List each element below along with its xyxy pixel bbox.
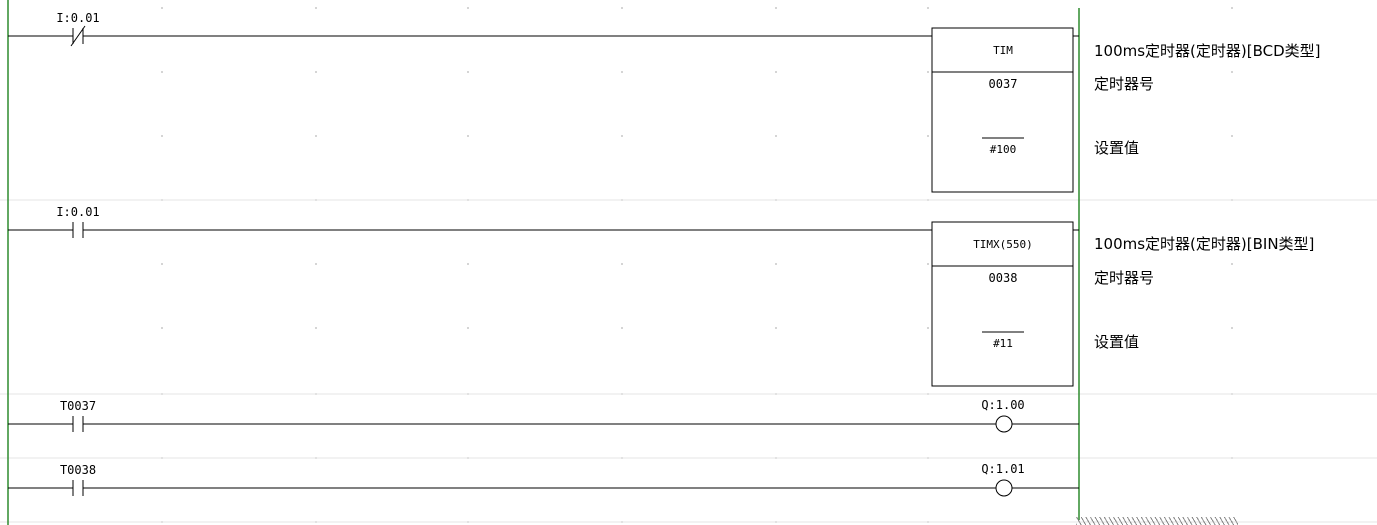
grid-dot: [927, 263, 929, 265]
instruction-mnemonic: TIMX(550): [973, 238, 1033, 251]
grid-dot: [467, 327, 469, 329]
grid-dot: [161, 327, 163, 329]
grid-dot: [927, 71, 929, 73]
grid-dot: [315, 135, 317, 137]
instruction-mnemonic: TIM: [993, 44, 1013, 57]
grid-dot: [1231, 135, 1233, 137]
grid-dot: [161, 7, 163, 9]
contact-address: I:0.01: [56, 205, 99, 219]
grid-dot: [315, 263, 317, 265]
tim-instruction-block[interactable]: TIM 0037 #100: [931, 27, 1079, 193]
grid-dot: [621, 135, 623, 137]
grid-dot: [315, 71, 317, 73]
rung-4[interactable]: T0038 Q:1.01: [8, 462, 1079, 497]
operand-timer-number: 0038: [989, 271, 1018, 285]
grid-dot: [775, 263, 777, 265]
operand-set-value: #11: [993, 337, 1013, 350]
normally-closed-contact[interactable]: [8, 25, 932, 47]
contact-address: T0037: [60, 399, 96, 413]
operand-timer-number: 0037: [989, 77, 1018, 91]
grid-dot: [927, 7, 929, 9]
operand-comment: 定时器号: [1094, 75, 1154, 93]
resize-grip[interactable]: [1076, 517, 1238, 525]
grid-dot: [467, 71, 469, 73]
grid-dot: [467, 263, 469, 265]
operand-comment: 设置值: [1094, 333, 1139, 351]
output-coil[interactable]: [995, 479, 1079, 497]
grid-dot: [621, 71, 623, 73]
grid-dot: [621, 7, 623, 9]
grid-dot: [1231, 327, 1233, 329]
grid-dot: [1231, 7, 1233, 9]
timx-instruction-block[interactable]: TIMX(550) 0038 #11: [931, 221, 1079, 387]
grid-dot: [775, 327, 777, 329]
grid-dot: [927, 135, 929, 137]
grid-dot: [621, 263, 623, 265]
grid-dot: [467, 135, 469, 137]
normally-open-contact[interactable]: [8, 416, 996, 432]
operand-set-value: #100: [990, 143, 1017, 156]
grid-dot: [927, 327, 929, 329]
grid-dot: [621, 327, 623, 329]
output-coil[interactable]: [995, 415, 1079, 433]
rung-3[interactable]: T0037 Q:1.00: [8, 398, 1079, 433]
grid-dot: [315, 7, 317, 9]
grid-dot: [161, 71, 163, 73]
normally-open-contact[interactable]: [8, 222, 932, 238]
rung-2[interactable]: I:0.01 TIMX(550) 0038 #11 100ms定时器(定时器)[…: [8, 205, 1314, 387]
contact-address: I:0.01: [56, 11, 99, 25]
grid-dot: [467, 7, 469, 9]
coil-address: Q:1.01: [981, 462, 1024, 476]
normally-open-contact[interactable]: [8, 480, 996, 496]
contact-address: T0038: [60, 463, 96, 477]
grid-dot: [315, 327, 317, 329]
grid-dot: [775, 135, 777, 137]
operand-comment: 定时器号: [1094, 269, 1154, 287]
coil-address: Q:1.00: [981, 398, 1024, 412]
grid-dot: [775, 7, 777, 9]
grid-dot: [161, 135, 163, 137]
operand-comment: 设置值: [1094, 139, 1139, 157]
rung-1[interactable]: I:0.01 TIM 0037 #100 100ms定时器(定时器)[BCD类型…: [8, 11, 1321, 193]
instruction-comment: 100ms定时器(定时器)[BCD类型]: [1094, 42, 1321, 60]
grid-dot: [161, 263, 163, 265]
grid-dot: [775, 71, 777, 73]
grid-dot: [1231, 263, 1233, 265]
grid-dot: [1231, 71, 1233, 73]
instruction-comment: 100ms定时器(定时器)[BIN类型]: [1094, 235, 1314, 253]
